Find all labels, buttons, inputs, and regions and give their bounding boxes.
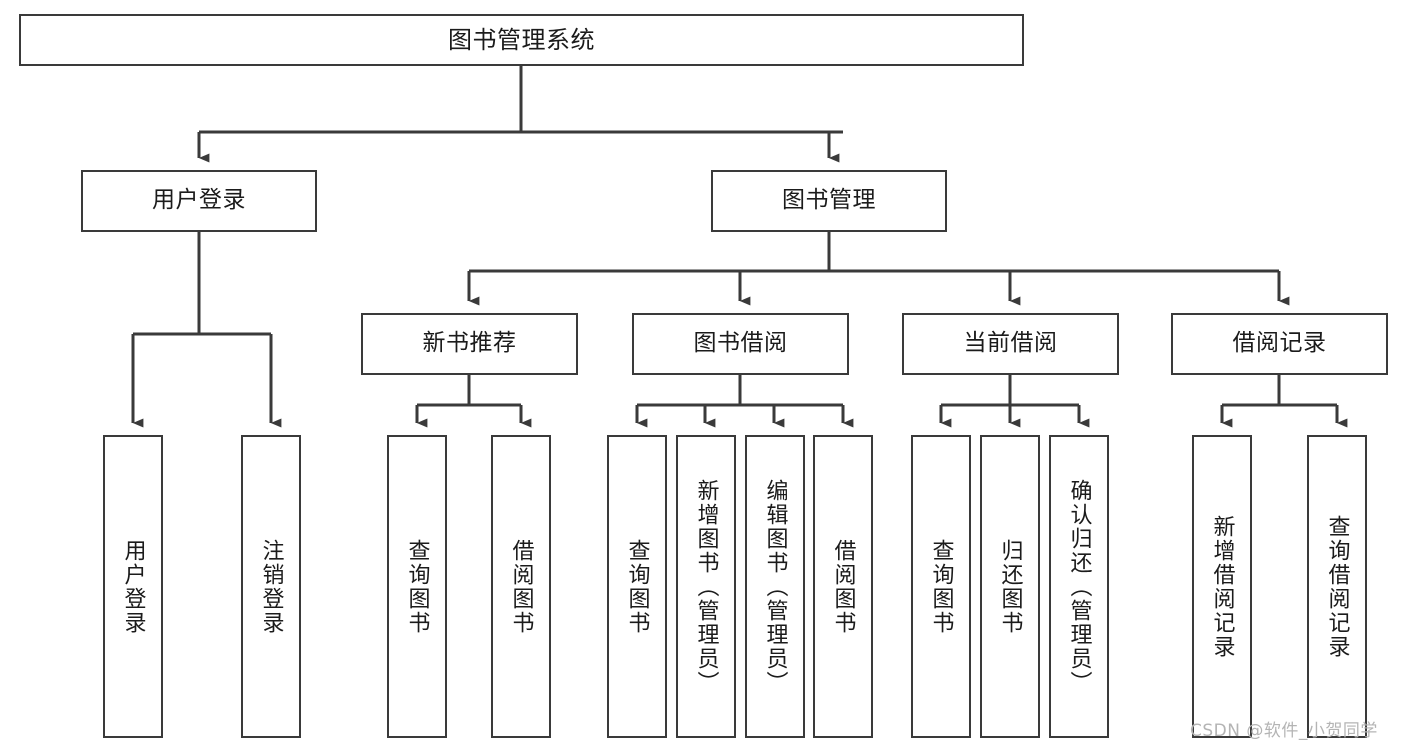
csdn-watermark: CSDN @软件_小贺同学 bbox=[1190, 721, 1378, 741]
node-root-system[interactable]: 图书管理系统 bbox=[19, 14, 1024, 66]
node-label: 编辑图书（管理员） bbox=[762, 478, 788, 695]
node-label: 新增借阅记录 bbox=[1209, 514, 1235, 659]
node-label: 归还图书 bbox=[997, 538, 1023, 635]
leaf-confirm-return-admin[interactable]: 确认归还（管理员） bbox=[1049, 435, 1109, 738]
node-label: 查询图书 bbox=[404, 538, 430, 635]
leaf-query-book-borrow[interactable]: 查询图书 bbox=[607, 435, 667, 738]
node-label: 图书管理系统 bbox=[448, 25, 595, 54]
leaf-add-borrow-record[interactable]: 新增借阅记录 bbox=[1192, 435, 1252, 738]
node-new-book-recommend[interactable]: 新书推荐 bbox=[361, 313, 578, 375]
node-label: 确认归还（管理员） bbox=[1066, 478, 1092, 695]
node-borrow-record[interactable]: 借阅记录 bbox=[1171, 313, 1388, 375]
node-book-management[interactable]: 图书管理 bbox=[711, 170, 947, 232]
leaf-user-logout[interactable]: 注销登录 bbox=[241, 435, 301, 738]
node-label: 借阅记录 bbox=[1232, 330, 1327, 357]
node-label: 借阅图书 bbox=[508, 538, 534, 635]
node-book-borrow[interactable]: 图书借阅 bbox=[632, 313, 849, 375]
node-current-borrow[interactable]: 当前借阅 bbox=[902, 313, 1119, 375]
leaf-add-book-admin[interactable]: 新增图书（管理员） bbox=[676, 435, 736, 738]
node-label: 新书推荐 bbox=[422, 330, 517, 357]
leaf-edit-book-admin[interactable]: 编辑图书（管理员） bbox=[745, 435, 805, 738]
node-label: 用户登录 bbox=[152, 187, 246, 214]
node-label: 图书管理 bbox=[782, 187, 876, 214]
leaf-query-borrow-record[interactable]: 查询借阅记录 bbox=[1307, 435, 1367, 738]
leaf-return-book[interactable]: 归还图书 bbox=[980, 435, 1040, 738]
node-label: 用户登录 bbox=[120, 538, 146, 635]
node-user-login[interactable]: 用户登录 bbox=[81, 170, 317, 232]
node-label: 查询借阅记录 bbox=[1324, 514, 1350, 659]
node-label: 当前借阅 bbox=[963, 330, 1058, 357]
node-label: 新增图书（管理员） bbox=[693, 478, 719, 695]
node-label: 查询图书 bbox=[624, 538, 650, 635]
node-label: 借阅图书 bbox=[830, 538, 856, 635]
node-label: 查询图书 bbox=[928, 538, 954, 635]
node-label: 注销登录 bbox=[258, 538, 284, 635]
node-label: 图书借阅 bbox=[693, 330, 788, 357]
leaf-borrow-book-new[interactable]: 借阅图书 bbox=[491, 435, 551, 738]
leaf-borrow-book[interactable]: 借阅图书 bbox=[813, 435, 873, 738]
leaf-query-book-current[interactable]: 查询图书 bbox=[911, 435, 971, 738]
leaf-query-book-new[interactable]: 查询图书 bbox=[387, 435, 447, 738]
leaf-user-login[interactable]: 用户登录 bbox=[103, 435, 163, 738]
